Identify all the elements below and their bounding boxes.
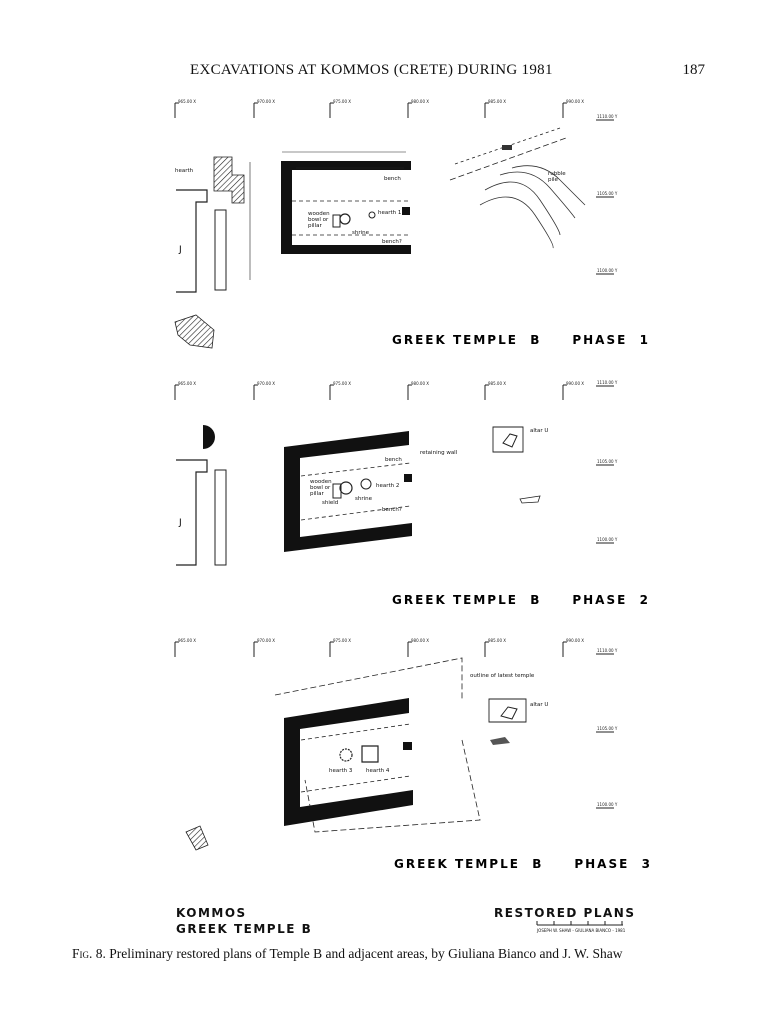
label-hearth-2: hearth 2 — [376, 483, 399, 489]
label-shield: shield — [322, 500, 338, 506]
plan-title-phase-3: GREEK TEMPLE B PHASE 3 — [394, 857, 652, 871]
plan-phase-2: 965.00 X 970.00 X 975.00 X 980.00 X 985.… — [174, 380, 618, 566]
svg-text:985.00 X: 985.00 X — [488, 381, 506, 386]
svg-text:975.00 X: 975.00 X — [333, 638, 351, 643]
label-retaining-wall: retaining wall — [420, 450, 458, 456]
site-line-1: KOMMOS — [176, 906, 247, 920]
label-shrine: shrine — [352, 230, 370, 236]
grid-y-label: 1105.00 Y — [597, 191, 618, 196]
label-bench: bench — [384, 176, 401, 182]
label-hearth-4: hearth 4 — [366, 768, 390, 774]
svg-text:1105.00 Y: 1105.00 Y — [597, 726, 618, 731]
svg-text:pillar: pillar — [308, 223, 322, 229]
site-label: KOMMOS GREEK TEMPLE B — [176, 906, 312, 936]
svg-text:1110.00 Y: 1110.00 Y — [597, 648, 618, 653]
label-hearth-3: hearth 3 — [329, 768, 353, 774]
running-title: EXCAVATIONS AT KOMMOS (CRETE) DURING 198… — [190, 62, 553, 78]
building-j-outline — [176, 189, 208, 293]
grid-x-label: 990.00 X — [566, 99, 584, 104]
figure-number: Fig. 8. — [72, 946, 106, 961]
plan-phase-3: 965.00 X 970.00 X 975.00 X 980.00 X 985.… — [174, 638, 618, 851]
svg-text:1100.00 Y: 1100.00 Y — [597, 537, 618, 542]
svg-text:970.00 X: 970.00 X — [257, 638, 275, 643]
svg-text:bowl or: bowl or — [310, 485, 331, 491]
svg-text:970.00 X: 970.00 X — [257, 381, 275, 386]
plan-title-phase-1: GREEK TEMPLE B PHASE 1 — [392, 333, 650, 347]
svg-text:965.00 X: 965.00 X — [178, 381, 196, 386]
svg-text:pillar: pillar — [310, 491, 324, 497]
svg-text:bench: bench — [385, 457, 402, 463]
plans-figure: 965.00 X 970.00 X 975.00 X 980.00 X 985.… — [174, 99, 652, 926]
temple-walls — [284, 698, 413, 826]
grid-y-label: 1100.00 Y — [597, 268, 618, 273]
label-hearth-1: hearth 1 — [378, 210, 401, 216]
svg-text:980.00 X: 980.00 X — [411, 638, 429, 643]
plan-phase-1: 965.00 X 970.00 X 975.00 X 980.00 X 985.… — [174, 99, 618, 349]
grid-x-label: 970.00 X — [257, 99, 275, 104]
grid-ticks — [174, 102, 614, 275]
figure-caption: Fig. 8. Preliminary restored plans of Te… — [72, 946, 732, 962]
svg-text:bowl or: bowl or — [308, 217, 329, 223]
temple-walls — [284, 431, 412, 552]
grid-x-label: 965.00 X — [178, 99, 196, 104]
svg-text:shrine: shrine — [355, 496, 373, 502]
caption-text: Preliminary restored plans of Temple B a… — [105, 946, 623, 961]
label-wooden-bowl: wooden — [308, 211, 330, 217]
site-line-2: GREEK TEMPLE B — [176, 922, 313, 936]
grid-y-label: 1110.00 Y — [597, 114, 618, 119]
svg-text:985.00 X: 985.00 X — [488, 638, 506, 643]
svg-text:990.00 X: 990.00 X — [566, 638, 584, 643]
building-j-label: J — [178, 245, 182, 255]
svg-text:1105.00 Y: 1105.00 Y — [597, 459, 618, 464]
running-head: EXCAVATIONS AT KOMMOS (CRETE) DURING 198… — [0, 62, 777, 82]
svg-text:J: J — [178, 518, 182, 528]
svg-text:wooden: wooden — [310, 479, 332, 485]
label-hearth: hearth — [175, 168, 194, 174]
label-altar-u: altar U — [530, 428, 548, 434]
scale-bar — [536, 921, 623, 926]
credit-line: JOSEPH W. SHAW - GIULIANA BIANCO - 1981 — [537, 928, 626, 933]
restored-plans-label: RESTORED PLANS — [494, 906, 636, 920]
svg-text:pile: pile — [548, 177, 559, 183]
svg-text:990.00 X: 990.00 X — [566, 381, 584, 386]
label-rubble-pile: rubble — [548, 171, 566, 177]
plan-title-phase-2: GREEK TEMPLE B PHASE 2 — [392, 593, 650, 607]
svg-text:975.00 X: 975.00 X — [333, 381, 351, 386]
grid-x-label: 980.00 X — [411, 99, 429, 104]
svg-text:altar U: altar U — [530, 702, 548, 708]
svg-text:1110.00 Y: 1110.00 Y — [597, 380, 618, 385]
label-outline-latest-temple: outline of latest temple — [470, 673, 535, 679]
svg-text:bench?: bench? — [382, 507, 402, 513]
svg-text:965.00 X: 965.00 X — [178, 638, 196, 643]
grid-x-label: 985.00 X — [488, 99, 506, 104]
grid-x-label: 975.00 X — [333, 99, 351, 104]
label-bench-q: bench? — [382, 239, 402, 245]
svg-text:1100.00 Y: 1100.00 Y — [597, 802, 618, 807]
svg-text:980.00 X: 980.00 X — [411, 381, 429, 386]
page-number: 187 — [682, 62, 706, 78]
